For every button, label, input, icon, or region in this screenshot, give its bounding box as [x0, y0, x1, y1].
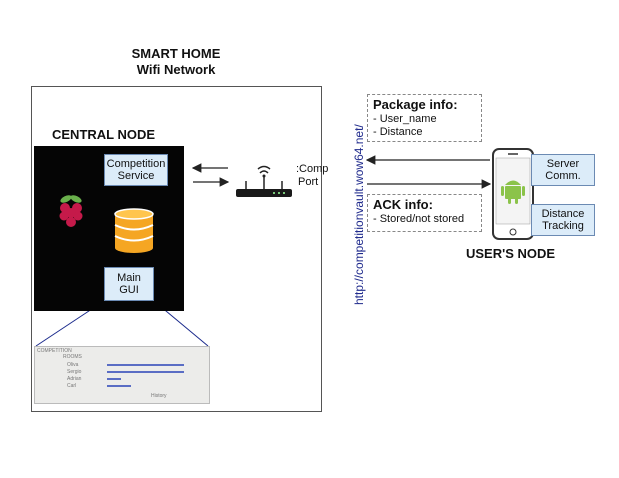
- title-line-2: Wifi Network: [136, 62, 216, 77]
- ack-info-box: ACK info: - Stored/not stored: [367, 194, 482, 232]
- router-port-line-1: :Comp: [296, 163, 329, 175]
- main-gui-line-2: GUI: [119, 284, 139, 296]
- gui-progress-bar: [107, 371, 184, 373]
- gui-header: COMPETITION: [37, 348, 72, 354]
- gui-column-label: ROOMS: [63, 354, 82, 360]
- gui-progress-bar: [107, 364, 184, 366]
- main-gui-line-1: Main: [117, 272, 141, 284]
- server-comm-line-1: Server: [546, 158, 580, 170]
- competition-service-line-2: Service: [117, 170, 155, 182]
- distance-tracking-line-2: Tracking: [542, 220, 584, 232]
- server-comm-box: Server Comm.: [531, 154, 595, 186]
- gui-row-label: Oliva: [67, 362, 79, 368]
- router-port-label: :Comp Port: [296, 163, 328, 189]
- gui-footer: History: [151, 393, 167, 399]
- router-port-line-2: Port: [298, 176, 319, 188]
- package-info-title: Package info:: [373, 97, 458, 112]
- central-node-label: CENTRAL NODE: [52, 127, 156, 142]
- package-info-box: Package info: - User_name - Distance: [367, 94, 482, 142]
- server-comm-line-2: Comm.: [545, 170, 581, 182]
- server-url-text[interactable]: http://competitionvault.wow64.net/: [352, 124, 366, 305]
- ack-info-title: ACK info:: [373, 197, 433, 212]
- diagram-title: SMART HOME Wifi Network: [96, 46, 256, 78]
- ack-info-item: - Stored/not stored: [373, 213, 465, 225]
- smart-home-network-box: [31, 86, 322, 412]
- distance-tracking-box: Distance Tracking: [531, 204, 595, 236]
- package-info-item: - Distance: [373, 126, 423, 138]
- gui-progress-bar: [107, 378, 121, 380]
- database-icon: [114, 208, 154, 253]
- package-info-item: - User_name: [373, 113, 437, 125]
- android-icon: [501, 180, 525, 204]
- title-line-1: SMART HOME: [131, 46, 221, 61]
- gui-row-label: Sergio: [67, 369, 82, 375]
- gui-progress-bar: [107, 385, 131, 387]
- gui-row-label: Carl: [67, 383, 77, 389]
- competition-service-line-1: Competition: [106, 158, 166, 170]
- wifi-router-icon: [236, 165, 292, 197]
- main-gui-box: Main GUI: [104, 267, 154, 301]
- gui-screenshot: COMPETITION ROOMS Oliva Sergio Adrian Ca…: [34, 346, 210, 404]
- raspberry-pi-icon: [59, 195, 83, 227]
- competition-service-box: Competition Service: [104, 154, 168, 186]
- smartphone-icon: [492, 148, 534, 240]
- distance-tracking-line-1: Distance: [541, 208, 585, 220]
- gui-row-label: Adrian: [67, 376, 82, 382]
- users-node-label: USER'S NODE: [466, 246, 556, 261]
